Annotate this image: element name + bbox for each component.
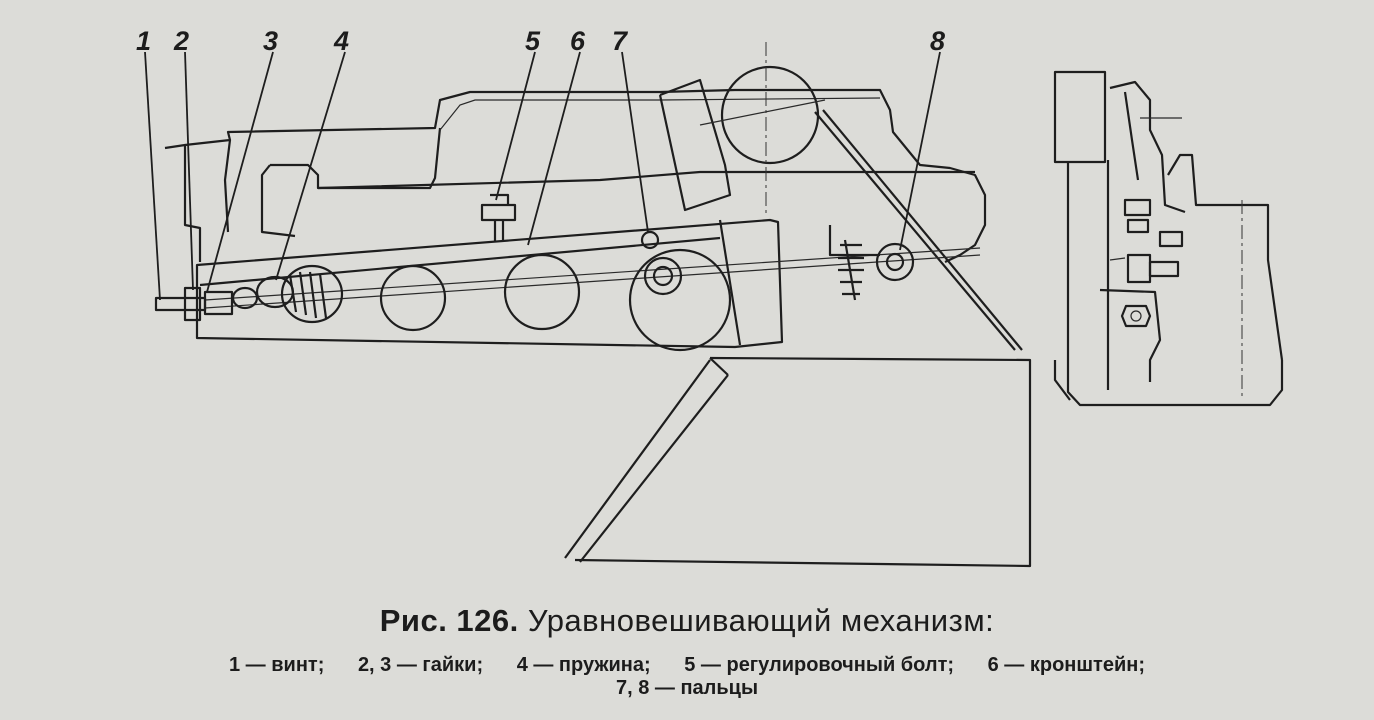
figure-number: Рис. 126. [379, 603, 519, 638]
legend-line-2: 7, 8 — пальцы [615, 677, 759, 699]
callout-labels: 1 2 3 4 5 6 7 8 [136, 26, 945, 56]
pin-7 [640, 230, 660, 250]
callout-3: 3 [263, 26, 278, 56]
mechanism-drawing: 1 2 3 4 5 6 7 8 [136, 26, 1284, 568]
adjusting-bolt [480, 193, 517, 242]
legend-item: 2, 3 — гайки; [357, 654, 484, 676]
callout-1: 1 [136, 26, 151, 56]
pivot-assembly [658, 42, 1023, 351]
legend-item: 5 — регулировочный болт; [684, 654, 955, 676]
legend-item: 1 — винт; [229, 654, 325, 676]
legend-item: 6 — кронштейн; [987, 654, 1145, 676]
lower-chute [564, 356, 1032, 568]
callout-6: 6 [570, 26, 586, 56]
callout-7: 7 [612, 26, 629, 56]
figure-title: Уравновешивающий механизм: [527, 603, 995, 638]
bracket-frame [195, 218, 981, 349]
side-view [1053, 70, 1284, 407]
callout-2: 2 [173, 26, 189, 56]
rollers [280, 242, 915, 352]
adjusting-screw [154, 286, 259, 322]
spring-8 [838, 239, 864, 301]
figure-caption: Рис. 126. Уравновешивающий механизм: [0, 603, 1374, 639]
legend-line-1: 1 — винт; 2, 3 — гайки; 4 — пружина; 5 —… [0, 654, 1374, 677]
leader-lines [144, 51, 941, 301]
machine-housing [164, 88, 987, 263]
legend-item: 4 — пружина; [516, 654, 651, 676]
callout-5: 5 [525, 26, 541, 56]
callout-8: 8 [930, 26, 945, 56]
figure-legend: 1 — винт; 2, 3 — гайки; 4 — пружина; 5 —… [0, 654, 1374, 700]
callout-4: 4 [333, 26, 349, 56]
spring-4 [255, 271, 328, 319]
